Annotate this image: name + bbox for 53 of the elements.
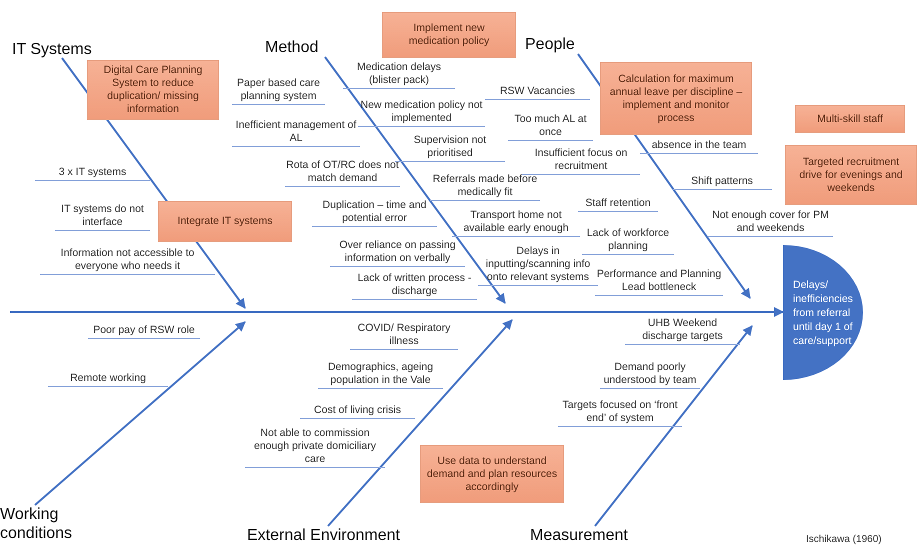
cause-text: Targets focused on ‘front end’ of system <box>558 399 682 427</box>
cause-text: Information not accessible to everyone who needs it <box>40 247 215 275</box>
action-box: Targeted recruitment drive for evenings and weekends <box>785 145 917 205</box>
cause-text: Delays in inputting/scanning info onto relevant systems <box>478 245 598 286</box>
cause-text: Demographics, ageing population in the Vale <box>318 361 443 389</box>
bone-arrow <box>327 319 513 527</box>
action-box: Implement new medication policy <box>382 12 516 58</box>
cause-text: Paper based care planning system <box>232 77 325 105</box>
cause-text: COVID/ Respiratory illness <box>350 322 458 350</box>
cause-text: Staff retention <box>578 197 658 212</box>
cause-text: Performance and Planning Lead bottleneck <box>595 268 723 296</box>
cause-text: Shift patterns <box>672 175 772 190</box>
cause-text: IT systems do not interface <box>55 203 150 231</box>
action-box: Digital Care Planning System to reduce duplication/ missing information <box>87 60 219 120</box>
cause-text: Over reliance on passing information on verbally <box>330 239 465 267</box>
cause-text: Lack of written process - discharge <box>352 272 477 300</box>
category-label: External Environment <box>247 526 417 545</box>
category-label: People <box>525 35 581 54</box>
cause-text: Lack of workforce planning <box>582 227 674 255</box>
cause-text: Referrals made before medically fit <box>430 173 540 201</box>
cause-text: Demand poorly understood by team <box>600 361 700 389</box>
cause-text: Duplication – time and potential error <box>312 199 437 227</box>
action-box: Multi-skill staff <box>795 105 905 133</box>
cause-text: Not enough cover for PM and weekends <box>708 209 833 237</box>
spine-arrow <box>10 307 784 317</box>
cause-text: New medication policy not implemented <box>358 99 485 127</box>
action-box: Use data to understand demand and plan resources accordingly <box>420 445 564 503</box>
cause-text: Remote working <box>48 372 168 387</box>
action-box: Integrate IT systems <box>158 201 292 242</box>
cause-text: Not able to commission enough private domiciliary care <box>245 427 385 468</box>
cause-text: Too much AL at once <box>508 113 593 141</box>
citation-text: Ischikawa (1960) <box>806 534 883 546</box>
bone-arrow <box>34 321 246 506</box>
cause-text: RSW Vacancies <box>485 85 590 100</box>
action-box: Calculation for maximum annual leave per discipline – implement and monitor process <box>600 62 752 135</box>
cause-text: Cost of living crisis <box>300 404 415 419</box>
category-label: Working conditions <box>0 505 80 543</box>
cause-text: Transport home not available early enough <box>452 209 580 237</box>
cause-text: Supervision not prioritised <box>395 134 505 162</box>
cause-text: Medication delays (blister pack) <box>343 61 455 89</box>
cause-text: Insufficient focus on recruitment <box>522 147 640 175</box>
cause-text: Inefficient management of AL <box>232 119 360 147</box>
cause-text: Poor pay of RSW role <box>88 324 200 339</box>
cause-text: UHB Weekend discharge targets <box>625 317 740 345</box>
cause-text: Rota of OT/RC does not match demand <box>285 159 400 187</box>
category-label: Measurement <box>530 526 640 545</box>
cause-text: 3 x IT systems <box>35 166 150 181</box>
cause-text: absence in the team <box>640 139 758 154</box>
bone-arrow <box>594 325 753 527</box>
category-label: IT Systems <box>12 40 98 59</box>
bone-arrow <box>324 56 506 304</box>
category-label: Method <box>265 38 327 57</box>
effect-head: Delays/ inefficiencies from referral until day 1 of care/support <box>783 245 863 380</box>
